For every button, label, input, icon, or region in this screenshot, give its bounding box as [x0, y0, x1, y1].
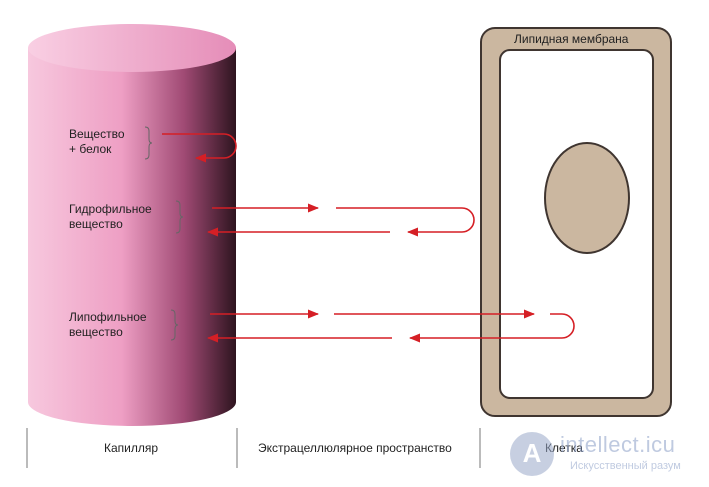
label-protein-line2: + белок [69, 142, 112, 156]
watermark-title: intellect.icu [560, 432, 676, 457]
capillary-cylinder [28, 24, 236, 426]
label-hydrophilic-line2: вещество [69, 217, 123, 231]
label-lipophilic-substance: Липофильное вещество [69, 310, 147, 340]
label-lipophilic-line1: Липофильное [69, 310, 147, 324]
brace-lipophilic [170, 309, 179, 341]
label-hydrophilic-line1: Гидрофильное [69, 202, 152, 216]
brace-protein [144, 126, 153, 160]
label-hydrophilic-substance: Гидрофильное вещество [69, 202, 152, 232]
label-protein-substance: Вещество + белок [69, 127, 125, 157]
watermark: A intellect.icu Искусственный разум [510, 430, 705, 482]
region-label-capillary: Капилляр [104, 441, 159, 455]
watermark-logo-icon: A [510, 432, 554, 476]
watermark-logo-letter: A [522, 438, 542, 468]
capillary-body [28, 48, 236, 426]
label-membrane: Липидная мембрана [514, 32, 629, 46]
arrow-protein-return [162, 133, 237, 163]
label-lipophilic-line2: вещество [69, 325, 123, 339]
cell [480, 27, 672, 417]
label-protein-line1: Вещество [69, 127, 125, 141]
arrow-hydrophilic-turn [336, 207, 475, 237]
arrow-lipophilic-turn [408, 313, 575, 343]
capillary-top [28, 24, 236, 72]
region-label-cell: Клетка [545, 441, 583, 455]
cell-nucleus [544, 142, 630, 254]
region-label-extracellular: Экстрацеллюлярное пространство [258, 441, 452, 455]
brace-hydrophilic [175, 200, 184, 234]
watermark-subtitle: Искусственный разум [570, 460, 681, 472]
